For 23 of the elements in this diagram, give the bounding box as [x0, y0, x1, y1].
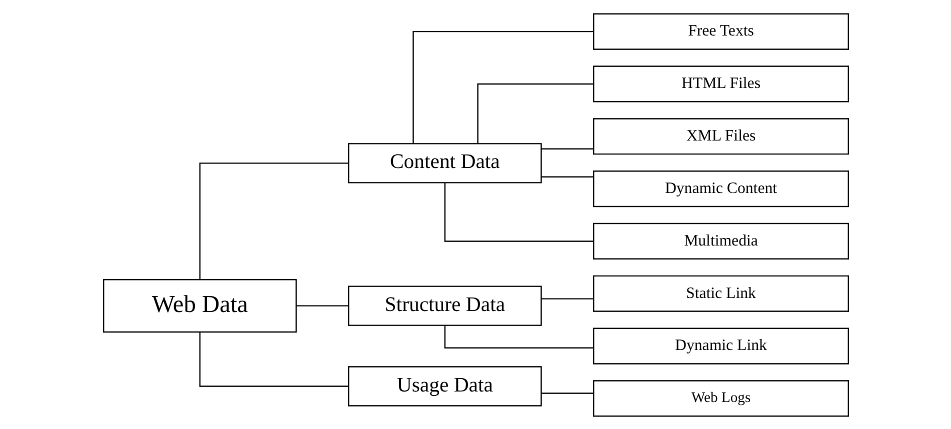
- connector: [296, 304, 348, 306]
- connector: [412, 30, 594, 143]
- connector: [444, 324, 593, 348]
- node-box: Free Texts: [592, 12, 848, 50]
- node-box: Multimedia: [592, 222, 848, 259]
- connector: [540, 298, 593, 299]
- node-box: Static Link: [592, 274, 848, 312]
- node-box: Web Data: [102, 278, 296, 332]
- node-box: Web Logs: [592, 380, 848, 416]
- connector: [198, 332, 348, 386]
- connector: [540, 392, 593, 394]
- node-box: Usage Data: [348, 366, 542, 406]
- connector: [476, 82, 593, 144]
- connector: [540, 148, 593, 149]
- node-box: Dynamic Link: [592, 327, 848, 364]
- node-box: Structure Data: [348, 285, 542, 326]
- node-box: XML Files: [592, 118, 848, 154]
- node-box: Content Data: [348, 142, 542, 183]
- connector: [540, 176, 593, 178]
- node-box: Dynamic Content: [592, 170, 848, 207]
- node-box: HTML Files: [592, 65, 848, 102]
- connector: [444, 182, 593, 242]
- connector: [198, 162, 348, 279]
